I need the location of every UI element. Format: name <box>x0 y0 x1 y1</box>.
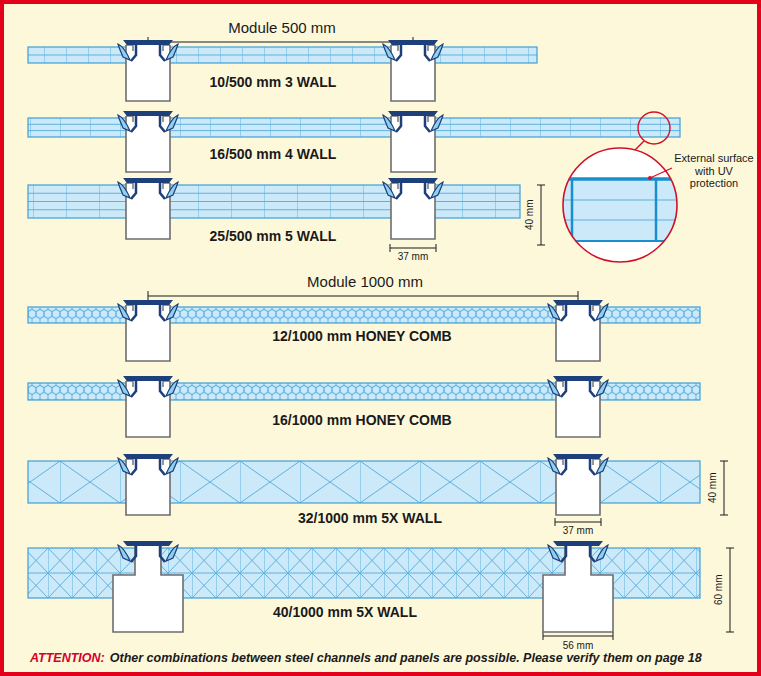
panel-honeycomb-16 <box>28 376 700 437</box>
dimension-label: 56 mm <box>563 640 594 652</box>
attention-note: ATTENTION: <box>30 651 105 665</box>
panel-name: 12/1000 mm HONEY COMB <box>272 328 451 344</box>
zoom-callout <box>555 112 690 262</box>
panel-5x-32 <box>28 454 700 515</box>
callout-note: External surface with UV protection <box>674 152 754 190</box>
panel-name: 16/1000 mm HONEY COMB <box>272 412 451 428</box>
panel-3-wall <box>28 40 537 101</box>
dimension-label: 37 mm <box>398 251 429 263</box>
note-text: Other combinations between steel channel… <box>110 651 702 665</box>
panel-name: 16/500 mm 4 WALL <box>210 146 337 162</box>
dimension-label: 40 mm <box>523 200 535 231</box>
dimension-label: 60 mm <box>712 575 724 606</box>
module-dimension: Module 1000 mm <box>307 273 423 290</box>
dimension-label: 40 mm <box>706 473 718 504</box>
module-dimension: Module 500 mm <box>228 19 336 36</box>
panel-5x-40 <box>28 541 700 632</box>
dimension-label: 37 mm <box>563 525 594 537</box>
panel-name: 32/1000 mm 5X WALL <box>298 510 442 526</box>
panel-name: 25/500 mm 5 WALL <box>210 228 337 244</box>
panel-honeycomb-12 <box>28 300 700 361</box>
panel-name: 10/500 mm 3 WALL <box>210 74 337 90</box>
panel-name: 40/1000 mm 5X WALL <box>273 604 417 620</box>
